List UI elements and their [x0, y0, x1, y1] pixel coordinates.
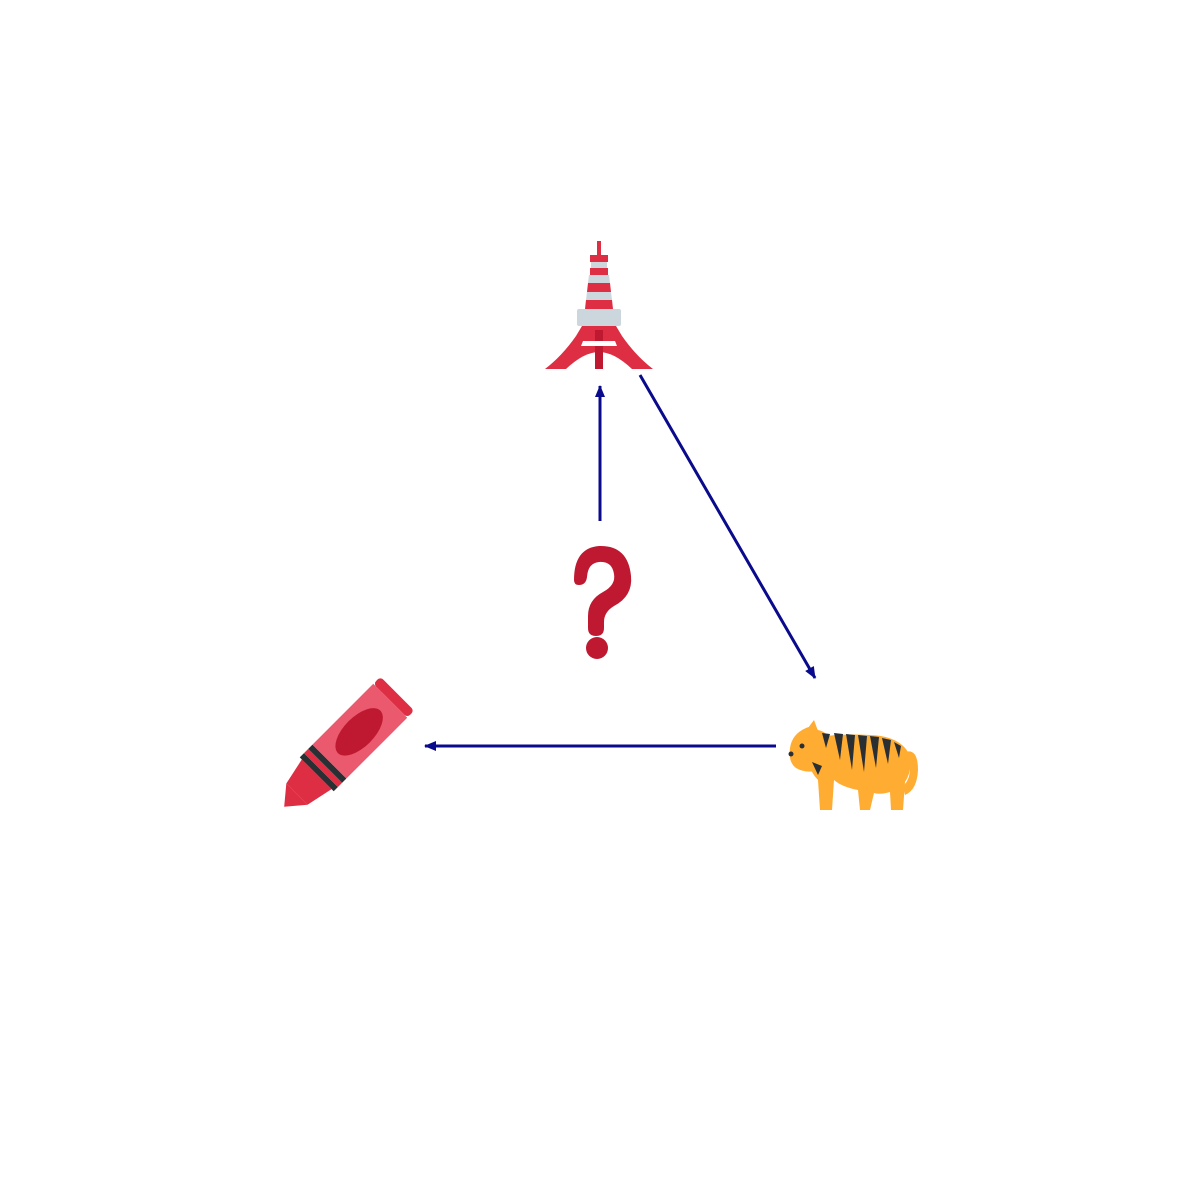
arrow-tower-to-tiger: [638, 374, 817, 679]
crayon-icon: [284, 678, 413, 807]
arrows: [424, 374, 817, 751]
question-mark-icon: [574, 545, 632, 659]
tokyo-tower-icon: [545, 241, 653, 369]
tiger-icon: [788, 720, 918, 810]
